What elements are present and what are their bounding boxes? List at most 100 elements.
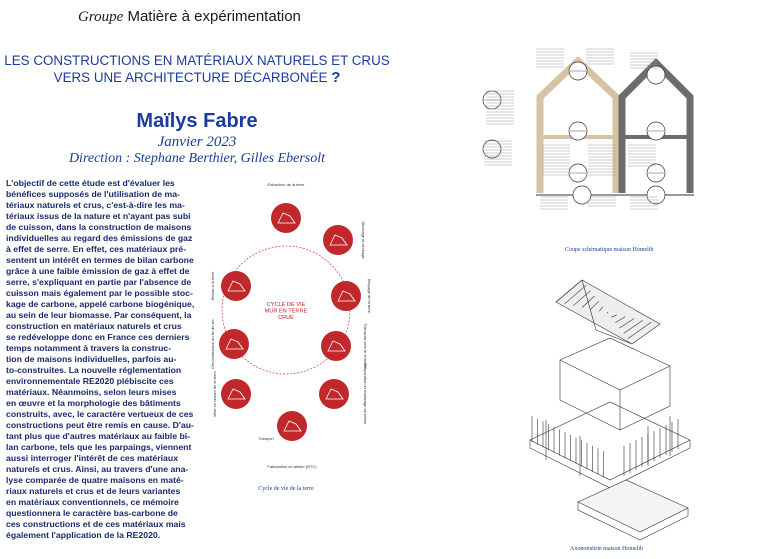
abstract-line: à effet de serre. En effet, ces matériau… xyxy=(6,244,187,254)
abstract-line: cuisson mais également par le possible s… xyxy=(6,288,193,298)
abstract-line: temps notamment à travers la construc- xyxy=(6,343,172,353)
roof-rafter xyxy=(581,295,595,308)
cycle-node-glyph xyxy=(337,290,356,302)
title-question-mark: ? xyxy=(331,69,341,86)
abstract-line: serre, s'expliquant en partie par l'abse… xyxy=(6,277,192,287)
cycle-step-label: Broyage de la terre xyxy=(367,279,372,314)
cycle-node-glyph xyxy=(227,280,246,292)
abstract-line: kage de carbone, appelé carbone biogéniq… xyxy=(6,299,195,309)
section-caption: Coupe schématique maison Homelib xyxy=(565,247,654,253)
abstract-line: construction en matériaux naturels et cr… xyxy=(6,321,182,331)
abstract-line: grâce à une faible émission de gaz à eff… xyxy=(6,266,190,276)
spec-tables xyxy=(484,48,658,210)
cycle-step-label: Transport xyxy=(258,437,273,441)
cycle-step-label: Transport vers le chantier xyxy=(363,323,368,369)
cycle-node-glyph xyxy=(227,388,246,400)
abstract-text: L'objectif de cette étude est d'évaluer … xyxy=(6,178,195,541)
abstract-line: naturels et crus. Ainsi, au travers d'un… xyxy=(6,464,189,474)
cycle-node xyxy=(319,379,349,409)
cycle-node xyxy=(323,225,353,255)
abstract-line: tion de maisons individuelles, parfois a… xyxy=(6,354,177,364)
group-name: Matière à expérimentation xyxy=(127,8,301,25)
title-line-2: VERS UNE ARCHITECTURE DÉCARBONÉE ? xyxy=(0,69,394,86)
abstract-line: questionnera le caractère bas-carbone de xyxy=(6,508,178,518)
abstract-line: tériaux issus de la nature et n'ayant pa… xyxy=(6,211,191,221)
cycle-nodes xyxy=(219,203,361,441)
abstract-line: au sein de leur biomasse. Par conséquent… xyxy=(6,310,192,320)
abstract-line: construits, avec, le caractère vertueux … xyxy=(6,409,194,419)
cycle-step-label: Fabrication en atelier (BTC) xyxy=(267,464,317,469)
cycle-node-glyph xyxy=(329,234,348,246)
cycle-node xyxy=(271,203,301,233)
cycle-step-label: Déconstruction en fin de vie xyxy=(210,319,215,369)
cycle-step-label: Mise en œuvre de la terre xyxy=(212,370,217,417)
abstract-line: tériaux naturels et crus, c'est-à-dire l… xyxy=(6,200,185,210)
cycle-step-label: Préparation et malaxage du béton xyxy=(363,364,368,424)
section-drawing xyxy=(482,48,694,210)
roof-rafter xyxy=(573,290,591,306)
roof-rafter xyxy=(606,311,609,314)
roof-rafter xyxy=(623,320,643,334)
abstract-line: se redéveloppe donc en France ces dernie… xyxy=(6,332,190,342)
abstract-line: de cuisson, dans la construction de mais… xyxy=(6,222,192,232)
cycle-center-line: CYCLE DE VIE xyxy=(267,302,306,308)
cycle-node-glyph xyxy=(225,338,244,350)
abstract-line: également l'application de la RE2020. xyxy=(6,530,161,540)
cycle-node xyxy=(219,329,249,359)
group-header: Groupe Matière à expérimentation xyxy=(78,8,301,26)
cycle-step-label: Extraction de la terre xyxy=(268,182,306,187)
abstract-line: matériaux. Néanmoins, selon leurs mises xyxy=(6,387,177,397)
abstract-line: constructions peut être remis en cause. … xyxy=(6,420,194,430)
cycle-node xyxy=(331,281,361,311)
abstract-line: tant plus que d'autres matériaux au faib… xyxy=(6,431,191,441)
cycle-node xyxy=(221,379,251,409)
cycle-node-glyph xyxy=(325,388,344,400)
abstract-line: aussi interroger l'intérêt de ces matéri… xyxy=(6,453,179,463)
title-line-1: LES CONSTRUCTIONS EN MATÉRIAUX NATURELS … xyxy=(4,53,390,68)
group-label: Groupe xyxy=(78,9,124,25)
house-wall-grey xyxy=(618,58,694,193)
roof-rafter xyxy=(615,316,626,323)
cycle-node xyxy=(321,331,351,361)
cycle-step-label: Stockage et séchage xyxy=(361,221,366,259)
roof-rafter xyxy=(627,321,652,339)
abstract-line: to-construites. La nouvelle réglementati… xyxy=(6,365,182,375)
cycle-center-line: MUR EN TERRE xyxy=(265,309,308,315)
axonometric-drawing xyxy=(529,279,691,541)
abstract-line: sentent un intérêt en termes de bilan ca… xyxy=(6,255,194,265)
cycle-node xyxy=(277,411,307,441)
roof-rafter xyxy=(590,301,599,310)
abstract-line: lan carbone, tels que les parpaings, vie… xyxy=(6,442,192,452)
cycle-node xyxy=(221,271,251,301)
cycle-node-glyph xyxy=(327,340,346,352)
author-name: Maïlys Fabre xyxy=(136,110,258,132)
cycle-node-glyph xyxy=(283,420,302,432)
abstract-line: en œuvre et la morphologie des bâtiments xyxy=(6,398,181,408)
abstract-line: lyse comparée de quatre maisons en maté- xyxy=(6,475,184,485)
abstract-line: environnementale RE2020 plébiscite ces xyxy=(6,376,174,386)
abstract-line: en matériaux conventionnels, ce mémoire xyxy=(6,497,179,507)
cycle-center-line: CRUE xyxy=(278,315,294,321)
abstract-line: riaux naturels et crus et de leurs varia… xyxy=(6,486,181,496)
cycle-step-label: Retour à la terre xyxy=(210,271,215,301)
roof-rafter xyxy=(564,285,587,305)
title-line-2-text: VERS UNE ARCHITECTURE DÉCARBONÉE xyxy=(53,70,328,85)
abstract-line: bénéfices supposés de l'utilisation de m… xyxy=(6,189,180,199)
date-label: Janvier 2023 xyxy=(157,134,237,150)
page-title: LES CONSTRUCTIONS EN MATÉRIAUX NATURELS … xyxy=(0,52,394,86)
house-wall-tan xyxy=(536,56,620,193)
axo-caption: Axonométrie maison Homelib xyxy=(570,546,643,552)
roof-rafter xyxy=(611,314,617,318)
cycle-node-glyph xyxy=(277,212,296,224)
cycle-caption: Cycle de vie de la terre xyxy=(258,486,314,492)
abstract-line: L'objectif de cette étude est d'évaluer … xyxy=(6,178,175,188)
abstract-line: individuelles au regard des émissions de… xyxy=(6,233,193,243)
axo-linework xyxy=(529,279,691,541)
roof-rafter xyxy=(599,306,604,312)
direction-label: Direction : Stephane Berthier, Gilles Eb… xyxy=(68,151,326,166)
abstract-line: ces constructions et de ces matériaux ma… xyxy=(6,519,186,529)
roof-rafter xyxy=(619,318,635,329)
